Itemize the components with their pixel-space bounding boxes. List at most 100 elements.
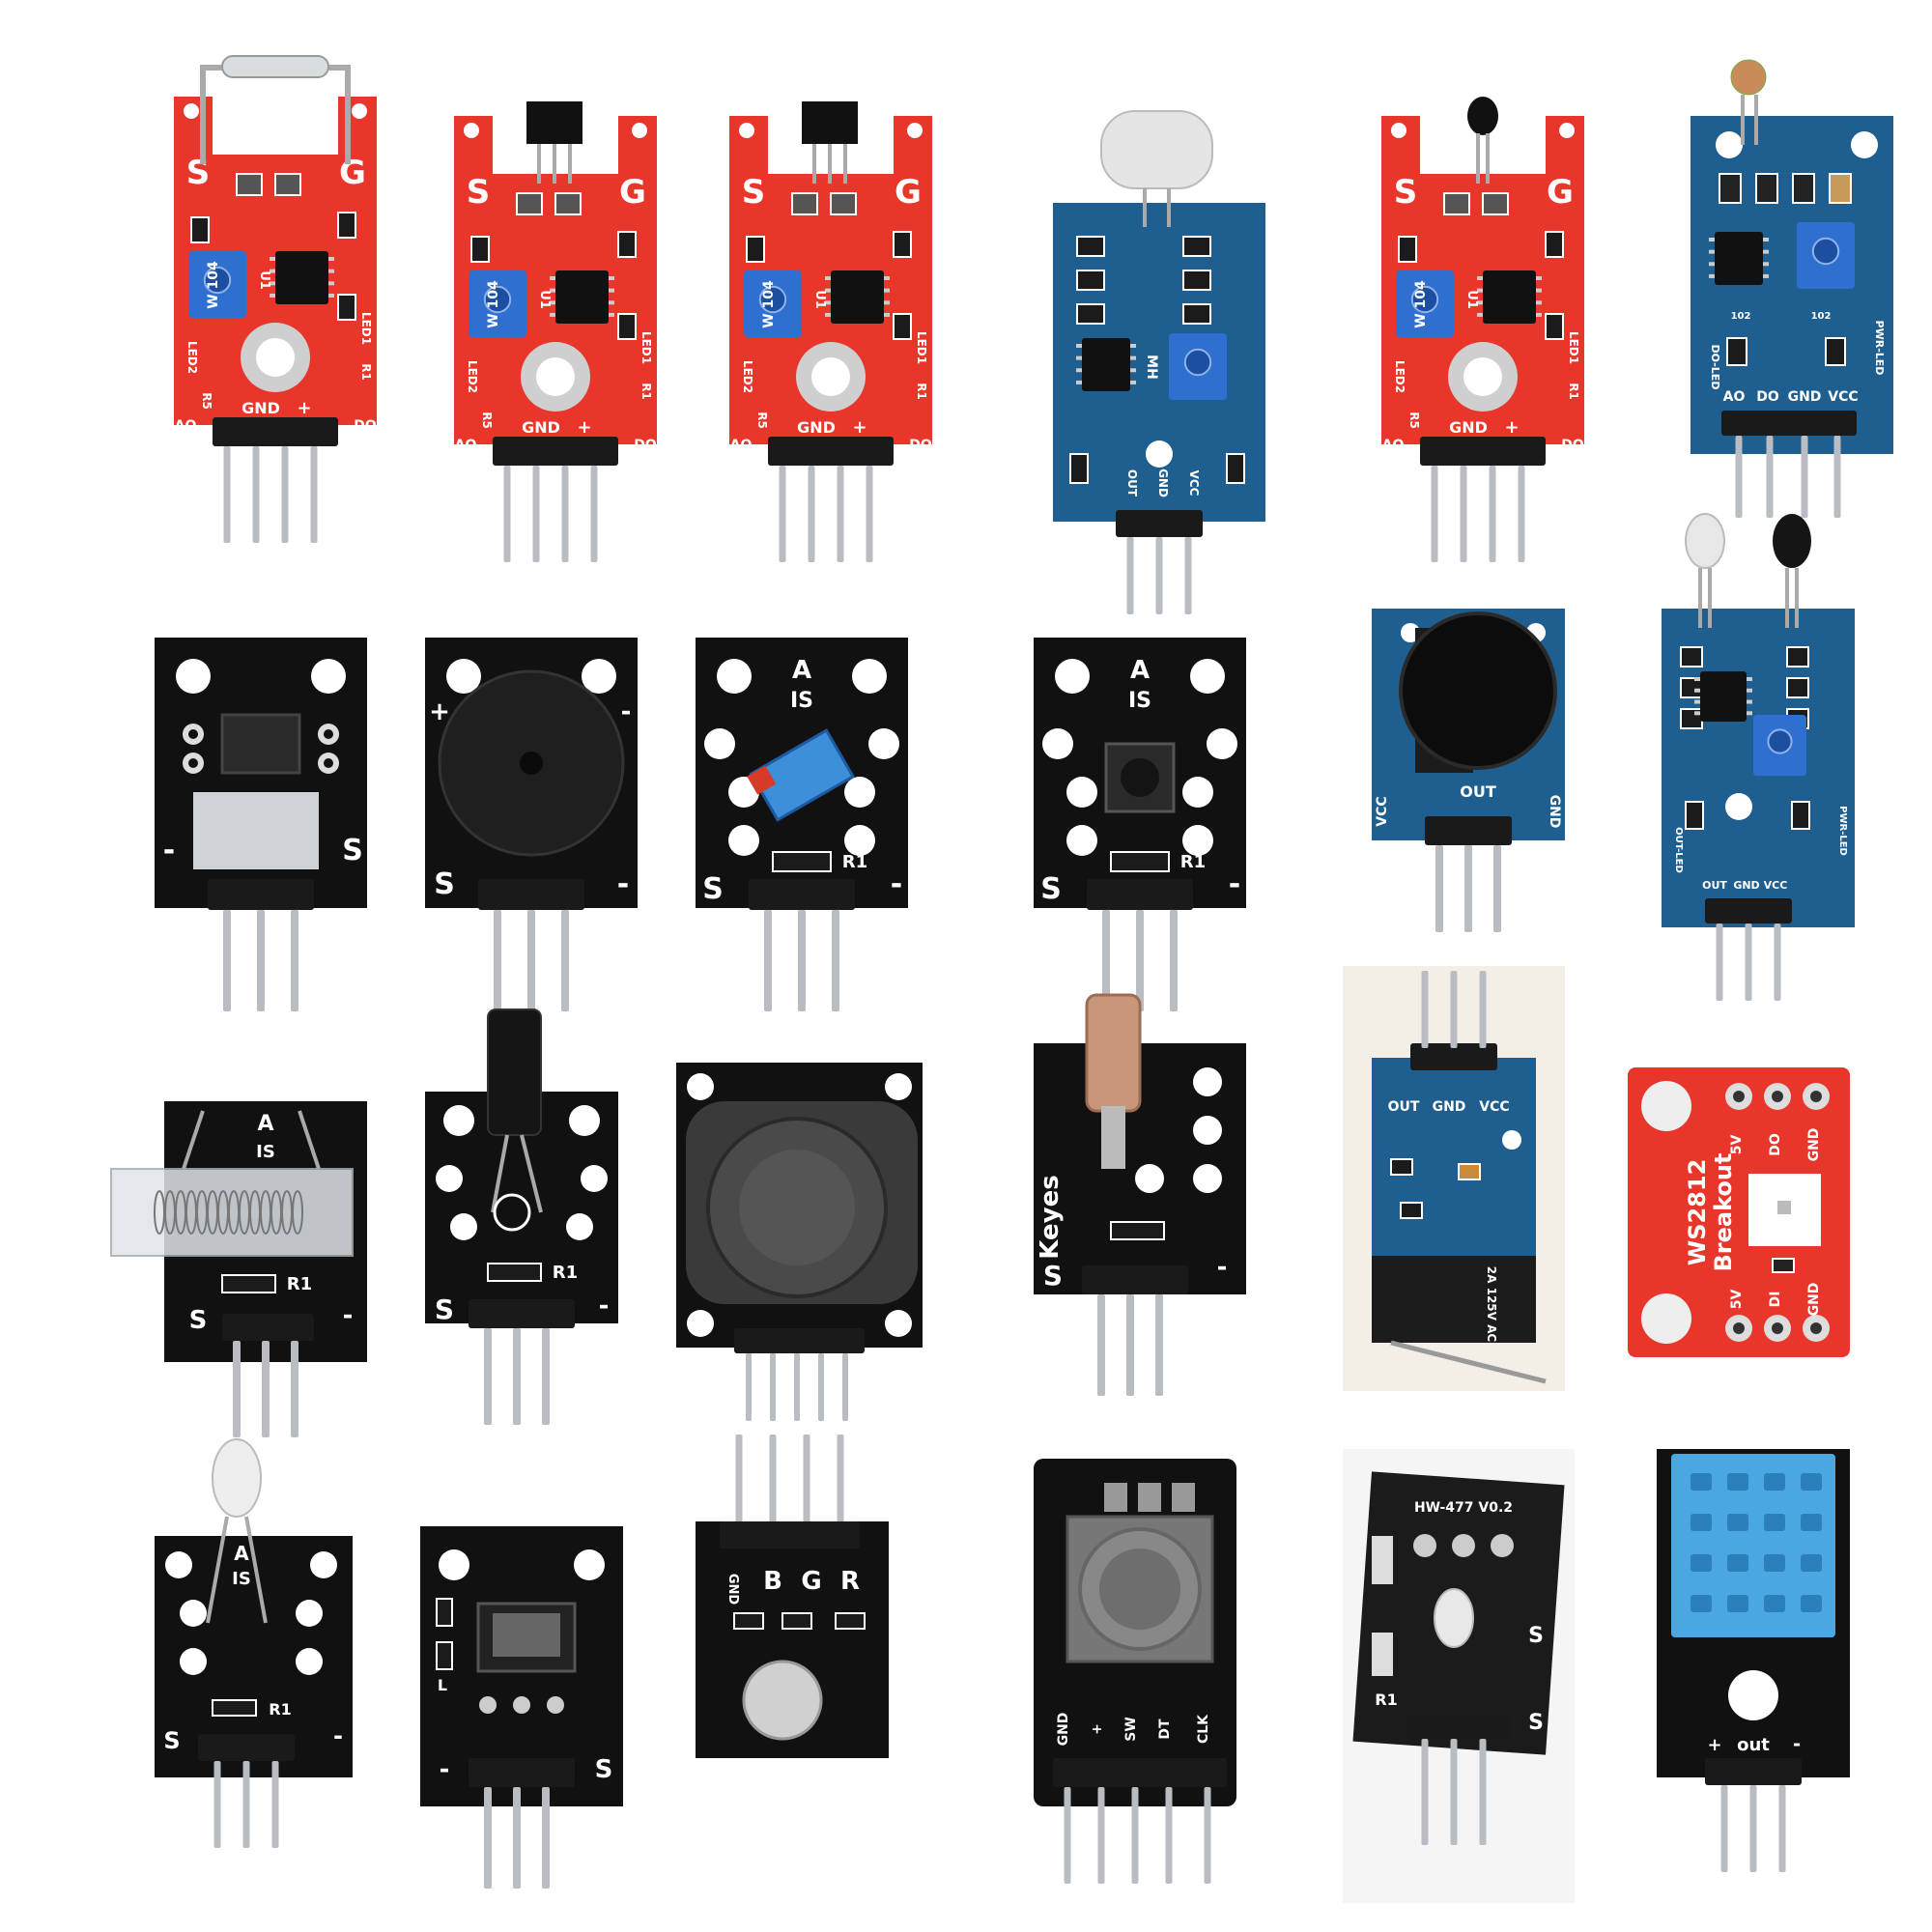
- pad-hole: [188, 758, 198, 768]
- label-area: [193, 792, 319, 869]
- electret-microphone: [1100, 110, 1213, 189]
- pin-header: [1425, 816, 1512, 845]
- silk-a: A: [1130, 656, 1150, 685]
- pin-label-gnd: GND: [242, 399, 280, 417]
- smd-component: [1786, 677, 1809, 698]
- header-pin: [794, 1353, 800, 1421]
- ic-chip: [275, 251, 328, 304]
- ic-pin: [1694, 699, 1700, 704]
- mounting-hole: [256, 338, 295, 377]
- pin-label-minus: -: [617, 867, 629, 901]
- header-pin: [1460, 466, 1467, 562]
- pin-label-gnd: GND: [1433, 1099, 1466, 1115]
- photo-interrupter: [220, 713, 301, 775]
- pin-label-ao: AO: [1723, 389, 1746, 405]
- pin-header: [198, 1734, 295, 1761]
- pin-label-gnd: GND: [1788, 389, 1822, 405]
- header-pin: [1766, 436, 1774, 518]
- smd-component: [1110, 851, 1170, 872]
- smd-component: [1076, 303, 1105, 325]
- header-pin: [1479, 971, 1487, 1048]
- silk-g: G: [339, 154, 366, 192]
- silk-5v: 5V: [1729, 1290, 1745, 1310]
- ic-pin: [1130, 380, 1136, 384]
- mounting-hole: [687, 1310, 714, 1337]
- smd-component: [337, 294, 356, 321]
- pin-label-gnd: GND: [1733, 879, 1759, 892]
- pin-label-plus: +: [577, 417, 591, 438]
- header-pin: [803, 1435, 810, 1531]
- header-pin: [1102, 910, 1110, 1011]
- pin-header: [1087, 879, 1193, 910]
- pin-label-do: DO: [634, 438, 657, 453]
- silk-r1: R1: [1180, 852, 1206, 872]
- header-pin: [1421, 1739, 1429, 1845]
- pin-header: [1705, 898, 1792, 923]
- header-pin: [746, 1353, 752, 1421]
- silk-led1: LED1: [1567, 331, 1580, 364]
- ic-pin: [825, 288, 831, 293]
- ic-pin: [1747, 677, 1752, 681]
- pin-label-out: OUT: [1125, 469, 1139, 497]
- silk-r1: R1: [639, 383, 653, 400]
- ic-pin: [1536, 312, 1542, 317]
- pin-header: [768, 437, 894, 466]
- silk-is: IS: [232, 1569, 251, 1589]
- ic-pin: [825, 300, 831, 305]
- ic-chip: [1700, 671, 1747, 722]
- smd-component: [893, 313, 912, 340]
- mounting-hole: [844, 777, 875, 808]
- header-pin: [291, 1341, 298, 1437]
- header-pin: [832, 910, 839, 1011]
- ic-pin: [1709, 273, 1715, 278]
- mounting-hole: [566, 1213, 593, 1240]
- dht11-sensor-housing: [1671, 1454, 1835, 1637]
- pin-label-minus: -: [599, 1292, 610, 1321]
- pin-label-ao: AO: [175, 418, 197, 434]
- silk-model: HW-477 V0.2: [1414, 1500, 1513, 1516]
- header-pin: [769, 1435, 777, 1531]
- thermistor-bead: [1467, 97, 1498, 135]
- mounting-hole: [180, 1600, 207, 1627]
- header-pin: [542, 1328, 550, 1425]
- pin-label-vcc: VCC: [1479, 1099, 1509, 1115]
- encoder-shaft: [1099, 1548, 1180, 1630]
- pad: [1491, 1534, 1514, 1557]
- pin-label-minus: -: [1229, 867, 1240, 901]
- silk-gnd: GND: [725, 1574, 740, 1605]
- pin-label-gnd: GND: [522, 418, 560, 437]
- module-group: -S: [155, 638, 367, 1011]
- mounting-hole: [296, 1648, 323, 1675]
- laser-diode-head: [1085, 993, 1142, 1113]
- smd-component: [893, 231, 912, 258]
- module-drawing: [676, 1063, 923, 1421]
- mounting-hole: [311, 659, 346, 694]
- ic-pin: [550, 300, 555, 305]
- ic-pin: [1536, 300, 1542, 305]
- dht11-vent: [1801, 1473, 1822, 1491]
- header-pin: [764, 910, 772, 1011]
- header-pin: [1833, 436, 1841, 518]
- ic-chip: [1715, 232, 1763, 285]
- ic-pin: [1477, 288, 1483, 293]
- silk-is: IS: [1128, 689, 1151, 713]
- sensor-leads: [491, 1134, 543, 1213]
- ic-pin: [1076, 368, 1082, 373]
- header-pin: [1097, 1294, 1105, 1396]
- smd-component: [1791, 801, 1810, 830]
- pin-label-minus: -: [343, 1301, 354, 1330]
- header-pin: [513, 1787, 521, 1889]
- mounting-hole: [464, 123, 479, 138]
- mounting-hole: [1182, 825, 1213, 856]
- silk-r1: R1: [359, 363, 373, 381]
